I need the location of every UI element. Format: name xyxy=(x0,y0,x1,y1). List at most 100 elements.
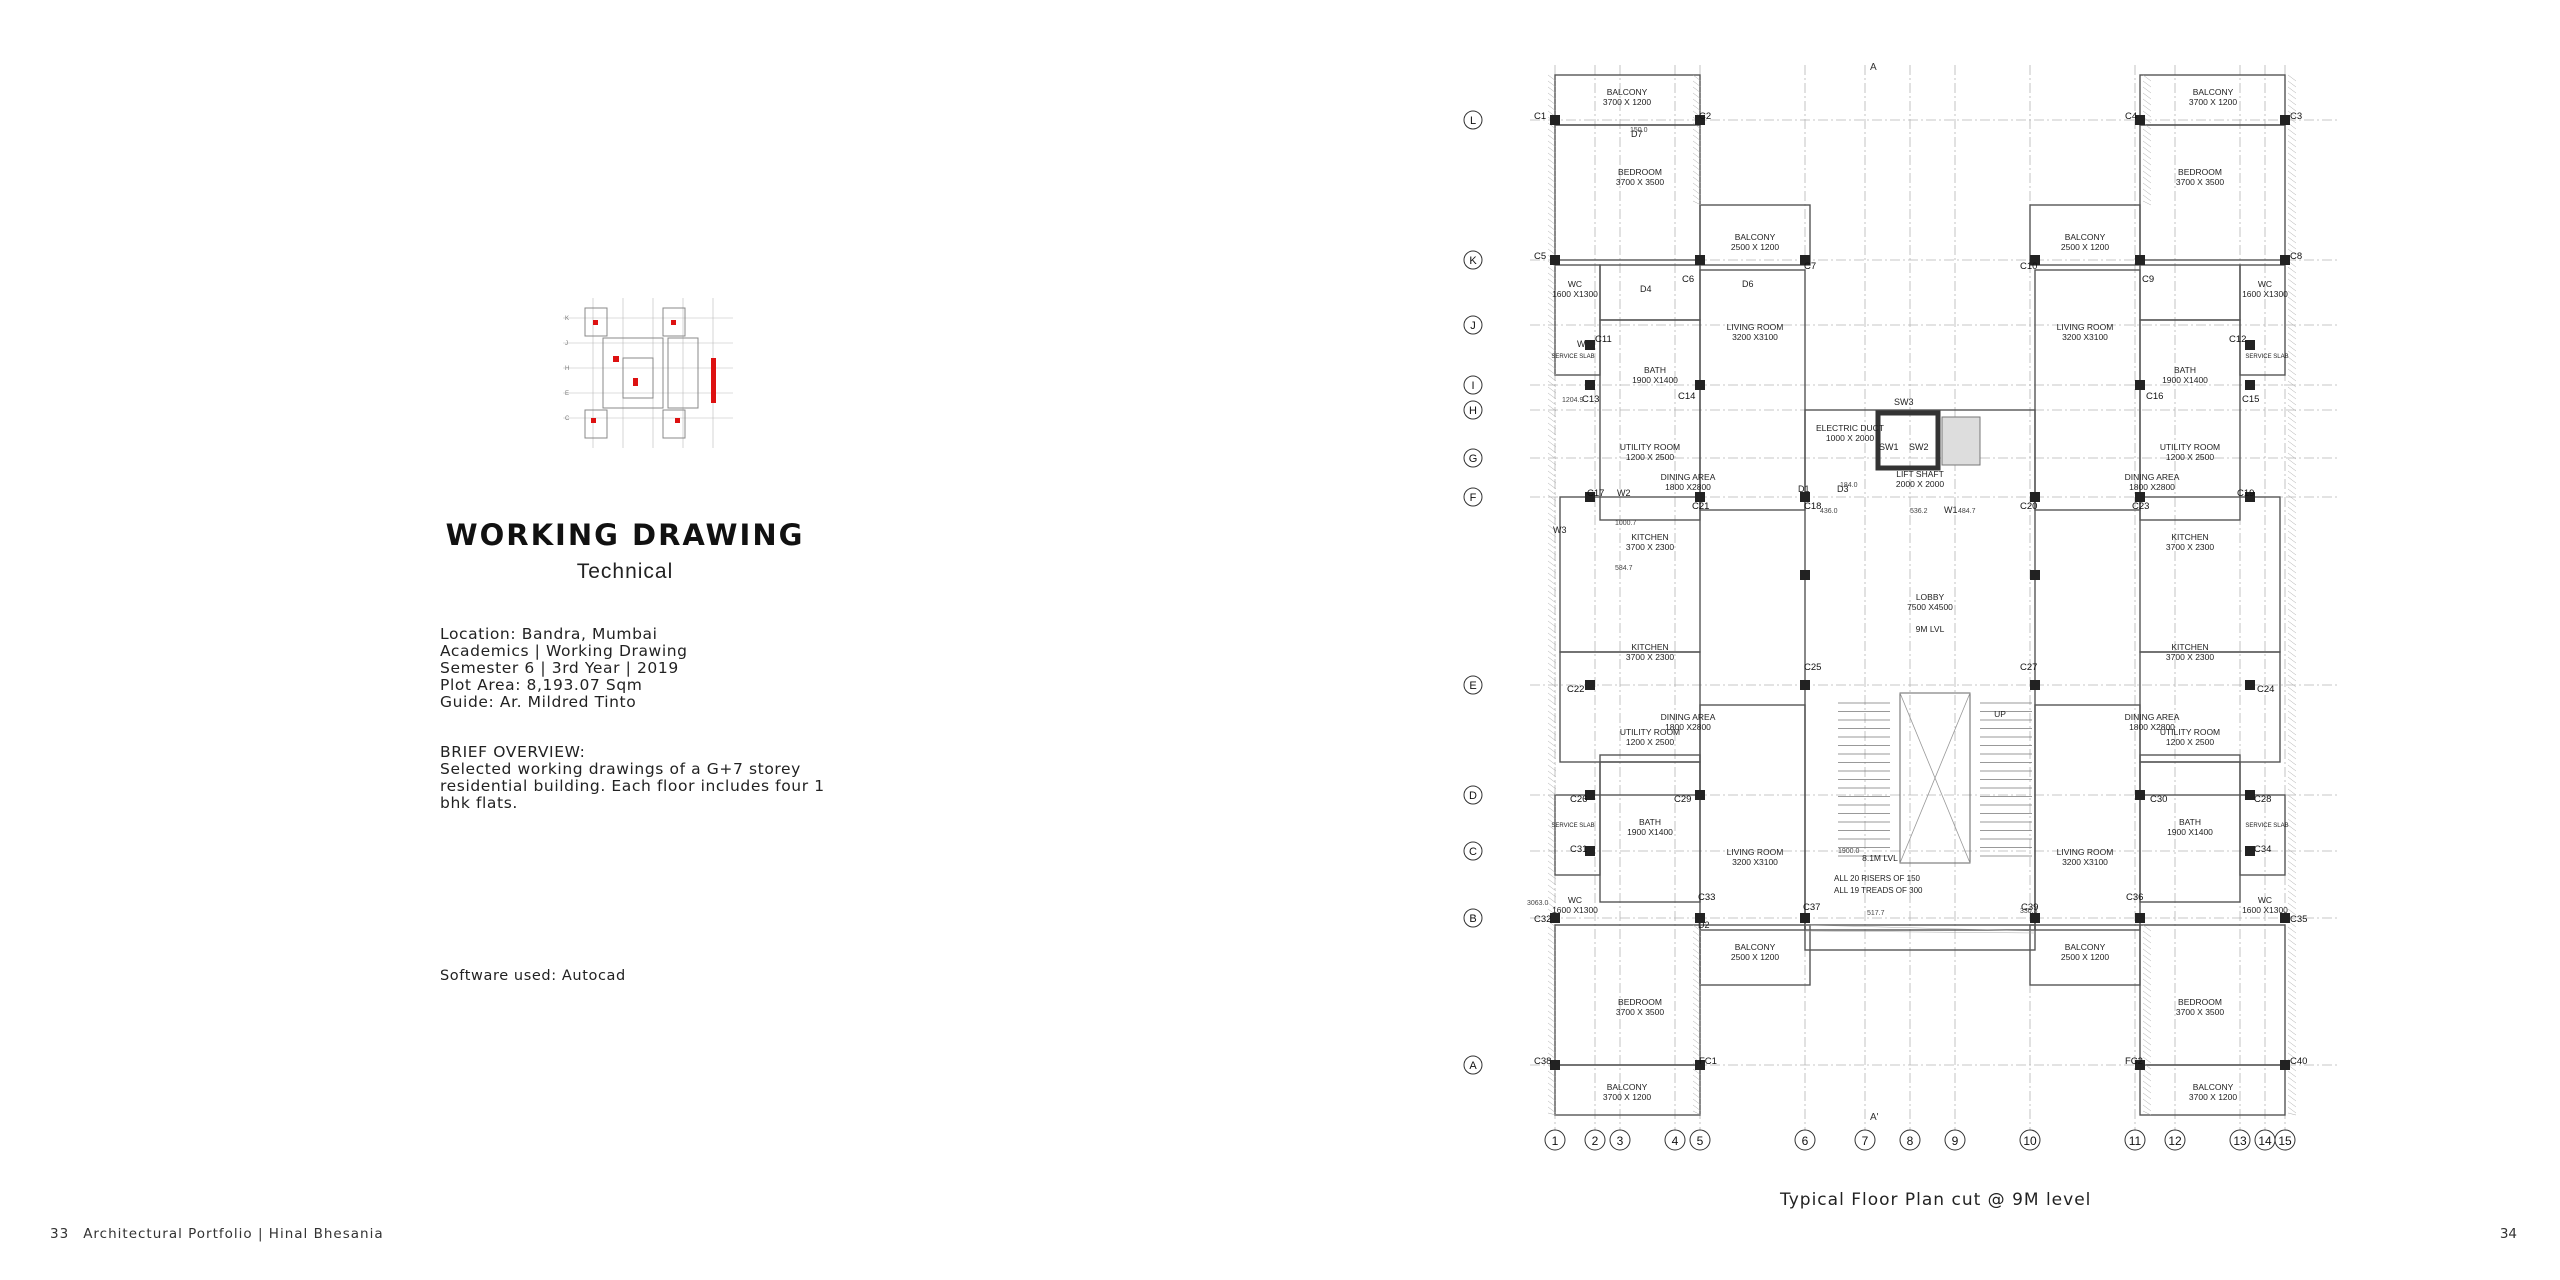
column-tag-left: C7 xyxy=(1804,261,1816,272)
hatch-line xyxy=(2287,98,2297,106)
door-window-tag: SW3 xyxy=(1894,397,1914,407)
hatch-line xyxy=(1547,188,1557,196)
column-tag-right: C9 xyxy=(2142,274,2154,285)
hatch-line xyxy=(1547,890,1557,898)
hatch-line xyxy=(2287,188,2297,196)
column-tag-left: C32 xyxy=(1534,914,1551,925)
hatch-line xyxy=(2287,74,2297,82)
hatch-line xyxy=(1692,80,1702,88)
stair-note: ALL 19 TREADS OF 300 xyxy=(1834,886,1923,895)
column-bubble xyxy=(1944,1129,1966,1151)
column-right xyxy=(2280,1060,2290,1070)
room-name-left: LIVING ROOM xyxy=(1727,847,1784,857)
hatch-line xyxy=(1547,1004,1557,1012)
hatch-line xyxy=(2287,848,2297,856)
hatch-line xyxy=(1547,230,1557,238)
hatch-line xyxy=(1547,326,1557,334)
stair-cross-b xyxy=(1899,692,1971,864)
room-name-left: BALCONY xyxy=(1607,1082,1648,1092)
hatch-line xyxy=(2287,692,2297,700)
row-bubble-label: F xyxy=(1470,492,1477,504)
duct-label: ELECTRIC DUCT xyxy=(1816,423,1884,433)
room-name-right: DINING AREA xyxy=(2125,472,2180,482)
hatch-line xyxy=(2142,1056,2152,1064)
room-size-left: 3200 X3100 xyxy=(1732,857,1778,867)
column-tag-right: C20 xyxy=(2020,501,2037,512)
column-bubble xyxy=(1584,1129,1606,1151)
hatch-line xyxy=(2287,560,2297,568)
room-size-right: 3200 X3100 xyxy=(2062,332,2108,342)
stair-treads xyxy=(1838,702,2032,857)
column-left xyxy=(1550,255,1560,265)
column-right xyxy=(2135,255,2145,265)
room-size-right: 1900 X1400 xyxy=(2162,375,2208,385)
hatch-line xyxy=(2287,998,2297,1006)
hatch-line xyxy=(1547,878,1557,886)
door-window-tag: W1 xyxy=(1944,505,1958,515)
dimension-label: 584.7 xyxy=(1615,565,1633,572)
hatch-line xyxy=(1547,530,1557,538)
hatch-line xyxy=(1547,146,1557,154)
wall-room-left xyxy=(1554,794,1601,876)
hatch-line xyxy=(1547,338,1557,346)
hatch-line xyxy=(1547,902,1557,910)
column-tag-left: C33 xyxy=(1698,892,1715,903)
hatch-line xyxy=(1547,842,1557,850)
hatch-line xyxy=(2142,74,2152,82)
hatch-line xyxy=(1692,1104,1702,1112)
hatch-line xyxy=(2287,302,2297,310)
row-bubble xyxy=(1463,400,1483,420)
hatch-line xyxy=(2287,878,2297,886)
column-tag-right: C28 xyxy=(2254,794,2271,805)
column-bubble-label: 5 xyxy=(1697,1134,1704,1148)
thumbnail-plan: KJH EC xyxy=(563,298,733,448)
hatch-line xyxy=(2287,968,2297,976)
hatch-line xyxy=(1547,440,1557,448)
hatch-line xyxy=(2142,954,2152,962)
hatch-line xyxy=(1547,776,1557,784)
column-right xyxy=(2245,380,2255,390)
hatch-line xyxy=(2142,188,2152,196)
column-bubble-label: 15 xyxy=(2278,1134,2292,1148)
hatch-line xyxy=(2287,182,2297,190)
hatch-line xyxy=(1692,92,1702,100)
room-size-left: 3700 X 2300 xyxy=(1626,542,1674,552)
hatch-line xyxy=(1547,632,1557,640)
hatch-line xyxy=(1692,1068,1702,1076)
hatch-line xyxy=(1547,302,1557,310)
hatch-line xyxy=(1547,134,1557,142)
dimension-label: 484.7 xyxy=(1958,508,1976,515)
hatch-line xyxy=(1547,278,1557,286)
hatch-line xyxy=(2142,158,2152,166)
row-bubble xyxy=(1463,675,1483,695)
door-window-tag: D1 xyxy=(1798,484,1810,494)
hatch-line xyxy=(2287,644,2297,652)
hatch-line xyxy=(1547,98,1557,106)
row-bubble xyxy=(1463,841,1483,861)
hatch-line xyxy=(2142,924,2152,932)
room-name-left: UTILITY ROOM xyxy=(1620,727,1680,737)
column-left xyxy=(1585,680,1595,690)
hatch-line xyxy=(2287,278,2297,286)
hatch-line xyxy=(2287,500,2297,508)
column-right xyxy=(2135,1060,2145,1070)
room-name-left: BATH xyxy=(1639,817,1661,827)
dimension-label: 150.0 xyxy=(1630,127,1648,134)
room-name-left: BALCONY xyxy=(1607,87,1648,97)
hatch-line xyxy=(2287,650,2297,658)
hatch-line xyxy=(1547,380,1557,388)
door-window-tag: SW2 xyxy=(1909,442,1929,452)
hatch-line xyxy=(1692,74,1702,82)
column-right xyxy=(2030,680,2040,690)
hatch-line xyxy=(2142,1002,2152,1010)
hatch-line xyxy=(2287,686,2297,694)
hatch-line xyxy=(2287,236,2297,244)
hatch-line xyxy=(1547,476,1557,484)
hatch-line xyxy=(2287,890,2297,898)
wall-room-right xyxy=(2029,204,2141,266)
hatch-line xyxy=(2287,164,2297,172)
footer-text: Architectural Portfolio | Hinal Bhesania xyxy=(83,1226,384,1242)
svg-text:E: E xyxy=(565,391,569,397)
hatch-line xyxy=(2287,290,2297,298)
